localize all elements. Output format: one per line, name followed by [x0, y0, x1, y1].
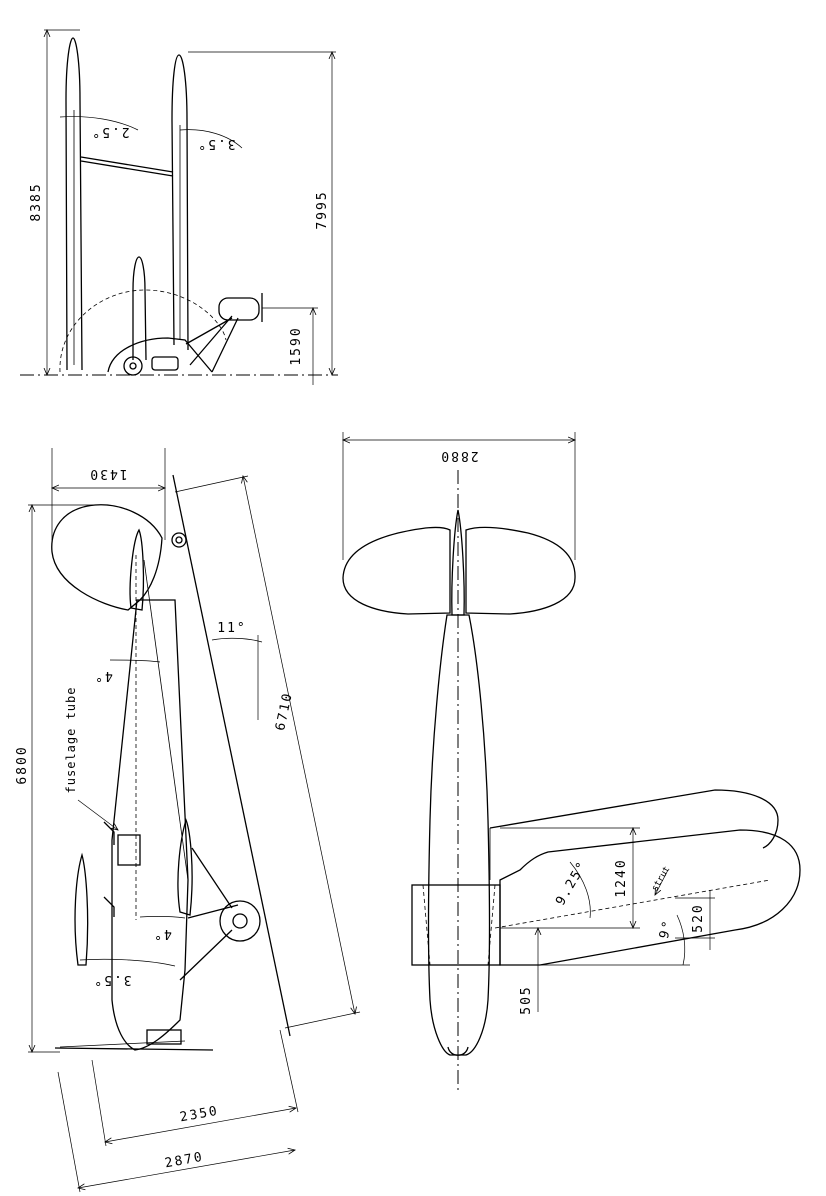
side-angle-4-wing-arc — [139, 915, 186, 919]
top-wing-lower — [499, 829, 801, 966]
top-tail-left — [342, 526, 451, 615]
front-rotor-arc — [59, 289, 227, 373]
side-main-wheel-hub — [232, 913, 248, 929]
front-wheel-hub — [129, 362, 137, 370]
side-wing-strut — [187, 904, 239, 919]
side-angle-4-tail: 4° — [93, 668, 113, 683]
side-view: 6800 1430 6710 11° 4° 4° 3.5° fuselage t… — [15, 448, 361, 1193]
side-tail-wheel — [171, 532, 187, 548]
side-label-fuselage-tube: fuselage tube — [64, 687, 78, 794]
top-angle-9-arc — [676, 914, 686, 966]
side-dim-6710-ext-bottom — [284, 1011, 361, 1029]
side-ground-line-b — [59, 1040, 186, 1048]
top-view: 2880 1240 9.25° strut 520 9° 505 — [342, 432, 801, 1090]
side-dim-1430: 1430 — [88, 466, 127, 481]
front-angle-left-arc — [59, 116, 139, 131]
front-window — [151, 356, 179, 371]
side-cabane-b — [103, 896, 115, 917]
side-gear-leg-a — [191, 847, 233, 909]
top-fuselage — [427, 614, 491, 1056]
side-angle-4-tail-arc — [109, 659, 161, 663]
front-interplane-strut — [80, 156, 174, 173]
top-label-strut: strut — [650, 865, 672, 893]
front-gear-strut-b — [211, 317, 239, 373]
side-angle-4-wing: 4° — [152, 926, 172, 941]
top-tail-fin — [451, 509, 465, 616]
front-gear-strut-a — [189, 315, 233, 366]
front-gear-strut-c — [185, 317, 233, 345]
front-rotor-hub — [218, 297, 260, 321]
top-dim-520: 520 — [691, 903, 706, 932]
top-angle-9-25: 9.25° — [553, 858, 591, 908]
side-wing-upper — [177, 818, 193, 916]
side-gear-leg-b — [179, 929, 233, 981]
front-angle-left: 2.5° — [90, 124, 129, 139]
front-angle-right: 3.5° — [196, 136, 235, 151]
side-label-fuselage-leader — [77, 799, 118, 830]
side-dim-2870-ext-l — [57, 1071, 81, 1193]
side-tail-plane — [51, 504, 163, 611]
side-dim-6710: 6710 — [273, 690, 296, 732]
front-fin — [132, 256, 147, 361]
top-cockpit-dash-r — [487, 884, 496, 966]
top-angle-9-25-arc — [569, 861, 591, 919]
front-dim-1590: 1590 — [289, 326, 304, 365]
front-dim-8385: 8385 — [29, 182, 44, 221]
side-fuselage — [111, 599, 189, 1051]
front-angle-right-arc — [179, 129, 243, 149]
top-angle-9: 9° — [657, 918, 677, 941]
side-angle-11-arc — [211, 637, 263, 643]
front-dim-7995: 7995 — [315, 190, 330, 229]
side-dim-2870: 2870 — [164, 1150, 205, 1172]
side-fuselage-top — [143, 559, 189, 881]
top-dim-2880: 2880 — [439, 448, 478, 463]
side-dim-2350-line — [105, 1108, 296, 1142]
side-ground-line — [54, 1047, 214, 1051]
top-wing-upper — [489, 789, 779, 849]
front-wheel — [123, 356, 143, 376]
side-angle-11: 11° — [217, 621, 246, 636]
top-dim-1240: 1240 — [614, 858, 629, 897]
side-wing-lower — [74, 852, 89, 966]
side-rotor-disc — [172, 474, 291, 1037]
side-cabane-a — [103, 821, 115, 845]
top-strut-leader — [655, 869, 669, 895]
side-angle-3-5-arc — [79, 958, 176, 967]
front-wing-left — [65, 37, 83, 371]
front-interplane-strut-b — [80, 160, 174, 177]
side-tail-fin — [129, 528, 145, 611]
side-dim-2350-ext-r — [279, 1029, 299, 1113]
side-dim-2350: 2350 — [179, 1104, 220, 1126]
side-dim-2870-line — [78, 1150, 295, 1188]
top-tail-right — [465, 526, 576, 615]
top-nose — [447, 1046, 469, 1056]
side-dim-6800: 6800 — [15, 745, 30, 784]
side-angle-3-5: 3.5° — [92, 972, 131, 987]
side-skid-box — [146, 1029, 182, 1045]
side-cockpit — [117, 834, 141, 866]
front-fuselage — [107, 337, 213, 373]
top-cockpit-box — [411, 884, 501, 966]
top-wing-lower-spar — [494, 879, 771, 929]
top-dim-505: 505 — [519, 985, 534, 1014]
side-dim-2350-ext-l — [91, 1059, 107, 1147]
side-tail-wheel-hub — [175, 536, 183, 544]
front-view: 8385 7995 1590 2.5° 3.5° — [20, 30, 338, 385]
side-dim-6710-ext-top — [174, 475, 249, 493]
top-cockpit-dash-l — [422, 884, 431, 966]
front-wing-right — [171, 54, 189, 351]
side-dim-6710-line — [243, 476, 355, 1014]
